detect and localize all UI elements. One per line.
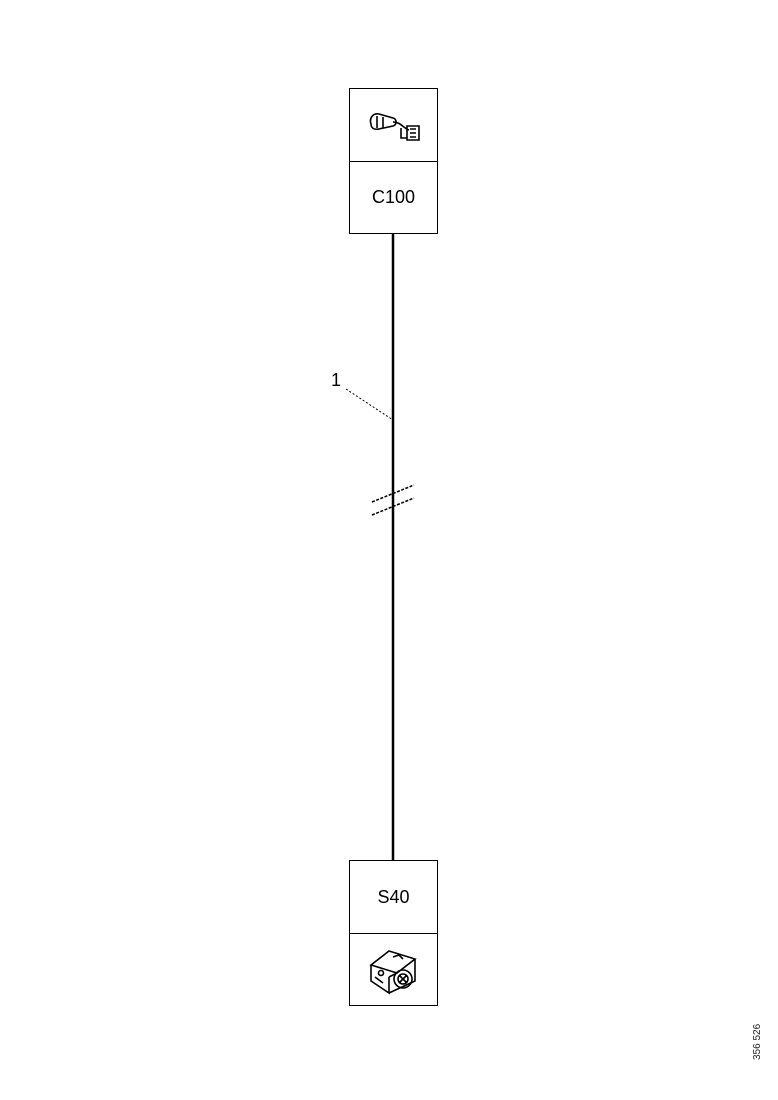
connector-label: C100: [371, 187, 416, 207]
switch-box: S40: [349, 860, 438, 1006]
switch-module-icon: [368, 949, 417, 994]
connector-label-cell: C100: [350, 162, 437, 233]
connector-plug-icon: [369, 113, 420, 141]
wire-break-marker: [371, 484, 415, 516]
switch-label: S40: [377, 886, 410, 907]
wire-callout-number: 1: [331, 370, 342, 390]
connector-icon-cell: [350, 89, 437, 162]
connector-box: C100: [349, 88, 438, 234]
callout-leader-line: [345, 388, 394, 421]
reference-code: 356 526: [752, 1023, 763, 1060]
switch-icon-cell: [350, 934, 437, 1005]
switch-label-cell: S40: [350, 861, 437, 934]
